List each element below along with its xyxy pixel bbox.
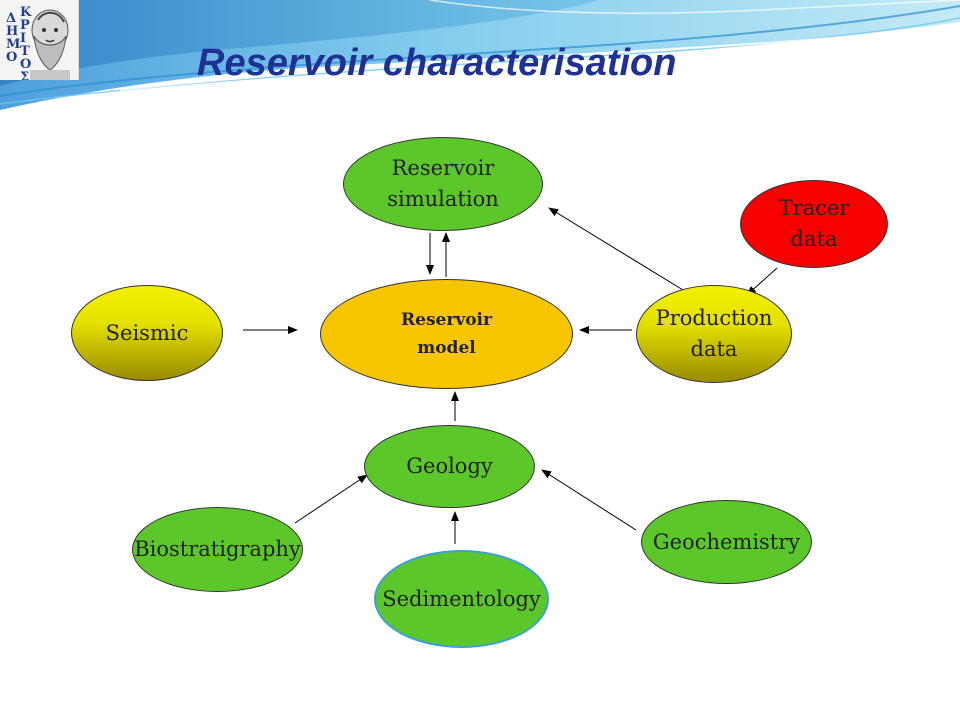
logo-letter: Η	[6, 24, 19, 39]
node-production-data: Production data	[636, 285, 792, 383]
node-geology: Geology	[364, 425, 535, 508]
logo-letters-col2: Κ Ρ Ι Τ Ο Σ	[20, 6, 31, 80]
logo-letters-col1: Δ Η Μ Ο	[6, 12, 20, 64]
arrow-geochemistry-to-geology	[541, 469, 637, 531]
logo-letter: Ο	[6, 50, 18, 65]
logo-letter: Ο	[20, 57, 32, 72]
node-tracer-data: Tracer data	[740, 180, 888, 268]
logo-letter: Κ	[20, 5, 32, 20]
header-wave-background	[0, 0, 960, 110]
node-reservoir-model: Reservoir model	[320, 279, 573, 389]
node-geochemistry: Geochemistry	[641, 500, 812, 584]
node-seismic: Seismic	[71, 285, 223, 381]
node-reservoir-simulation: Reservoir simulation	[343, 137, 543, 231]
logo-letter: Μ	[6, 37, 21, 52]
slide-title: Reservoir characterisation	[197, 42, 677, 84]
node-sedimentology: Sedimentology	[374, 550, 549, 648]
logo-letter: Ρ	[20, 18, 30, 33]
logo-letter: Τ	[20, 44, 30, 59]
arrow-biostratigraphy-to-geology	[294, 474, 368, 524]
logo-letter: Σ	[20, 70, 30, 80]
logo-letter: Δ	[6, 11, 17, 26]
arrow-production-to-simulation	[548, 207, 684, 291]
philosopher-bust-logo-icon: Δ Η Μ Ο Κ Ρ Ι Τ Ο Σ	[0, 0, 79, 80]
node-biostratigraphy: Biostratigraphy	[132, 507, 303, 592]
logo-letter: Ι	[20, 31, 27, 46]
